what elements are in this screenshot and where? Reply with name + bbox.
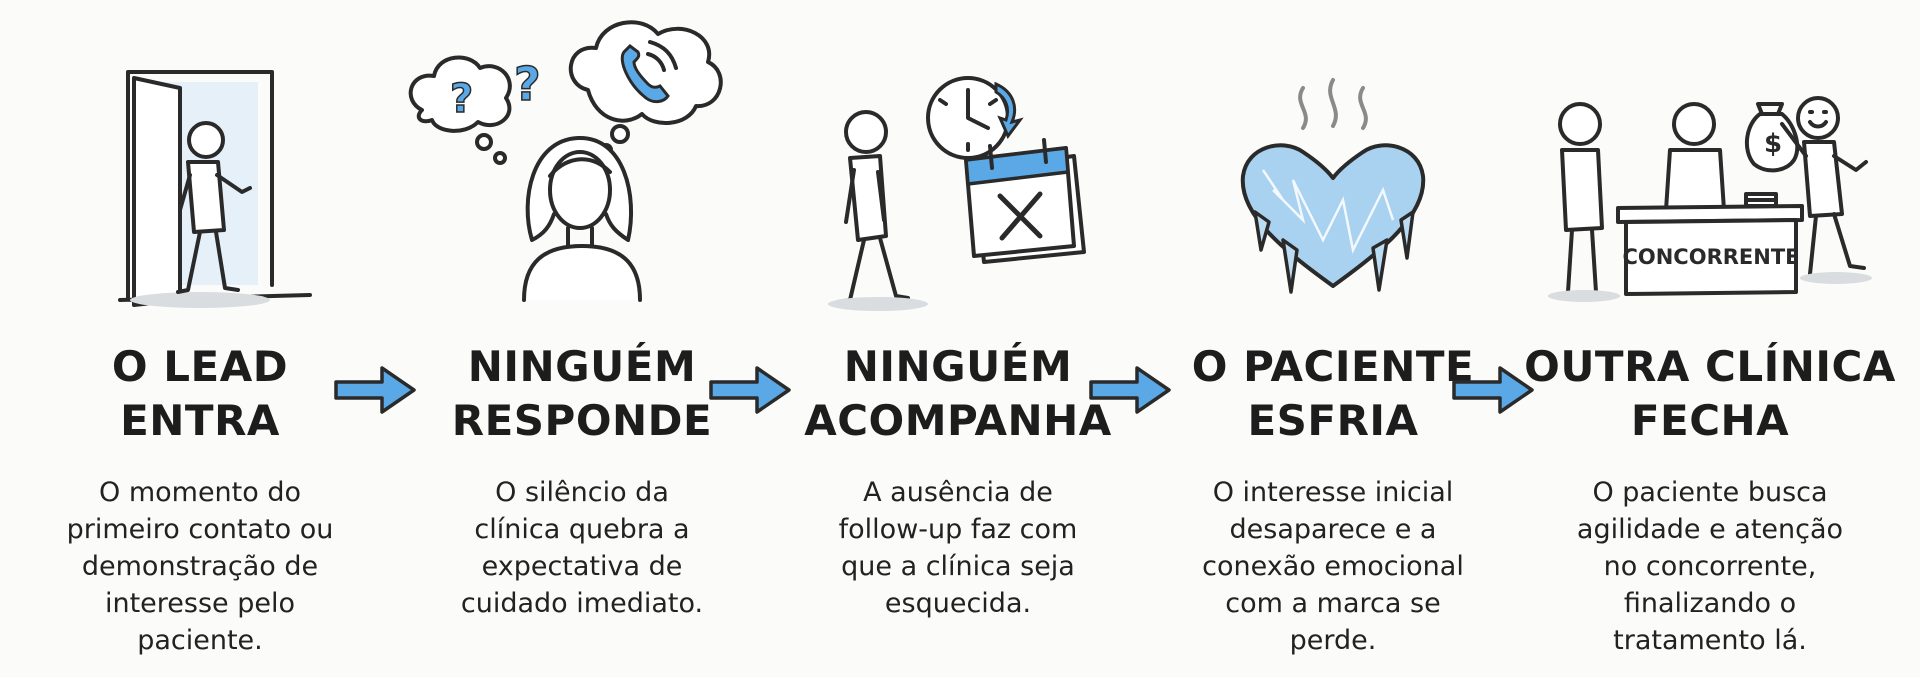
svg-text:?: ? xyxy=(450,76,473,122)
step-description: A ausência de follow-up faz com que a cl… xyxy=(838,477,1078,619)
woman-questions-icon: ? ? xyxy=(408,20,723,302)
step-title: NINGUÉM ACOMPANHA xyxy=(804,342,1112,445)
step-paciente-esfria: O PACIENTE ESFRIA O interesse inicial de… xyxy=(1143,0,1523,677)
arrow-right-icon xyxy=(1089,366,1171,414)
step-description: O silêncio da clínica quebra a expectati… xyxy=(460,477,704,619)
svg-text:$: $ xyxy=(1764,129,1782,159)
step-title: O PACIENTE ESFRIA xyxy=(1191,342,1475,445)
step-description: O paciente busca agilidade e atenção no … xyxy=(1576,477,1844,656)
step-title: NINGUÉM RESPONDE xyxy=(451,342,713,445)
step-outra-clinica-fecha: CONCORRENTE $ OUTRA CLÍNICA FECHA O paci… xyxy=(1520,0,1900,677)
desk-label: CONCORRENTE xyxy=(1622,245,1799,269)
step-title: OUTRA CLÍNICA FECHA xyxy=(1524,342,1896,445)
arrow-right-icon xyxy=(1452,366,1534,414)
door-person-icon xyxy=(118,70,312,308)
arrow-right-icon xyxy=(709,366,791,414)
competitor-desk-icon: CONCORRENTE $ xyxy=(1548,96,1872,302)
step-title: O LEAD ENTRA xyxy=(111,342,289,445)
step-lead-entra: O LEAD ENTRA O momento do primeiro conta… xyxy=(10,0,390,677)
step-description: O interesse inicial desaparece e a conex… xyxy=(1202,477,1464,656)
svg-text:?: ? xyxy=(514,57,541,111)
frozen-heart-icon xyxy=(1240,78,1426,294)
step-ninguem-responde: ? ? NINGUÉM RESPONDE O silêncio da clíni… xyxy=(392,0,772,677)
step-description: O momento do primeiro contato ou demonst… xyxy=(66,477,334,656)
person-clock-calendar-icon xyxy=(828,76,1086,311)
arrow-right-icon xyxy=(334,366,416,414)
step-ninguem-acompanha: NINGUÉM ACOMPANHA A ausência de follow-u… xyxy=(768,0,1148,677)
